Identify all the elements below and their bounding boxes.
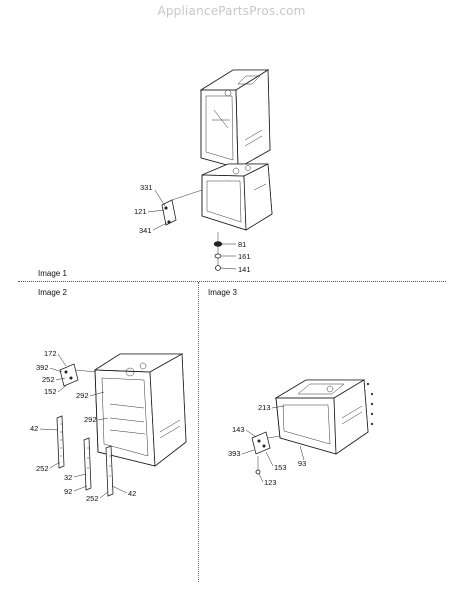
callout: 121: [134, 207, 147, 216]
drawer-hinge: [251, 431, 281, 475]
callout: 143: [232, 425, 245, 434]
callout: 141: [238, 265, 251, 274]
panel-divider-vertical: [198, 282, 199, 582]
callout: 92: [64, 487, 72, 496]
callout: 341: [139, 226, 152, 235]
panel-label-image-3: Image 3: [208, 288, 237, 297]
rail-left: [56, 415, 65, 469]
callout: 93: [298, 459, 306, 468]
callout: 32: [64, 473, 72, 482]
upper-liner: [199, 69, 271, 169]
image-2-assembly: 172 392 252 152 292 292 42 252 32 92 252…: [30, 349, 187, 503]
callout: 81: [238, 240, 246, 249]
callout: 42: [30, 424, 38, 433]
callout: 292: [76, 391, 89, 400]
top-hinge: [59, 363, 97, 387]
image-3-assembly: 213 143 393 153 93 123: [228, 379, 374, 487]
callout: 393: [228, 449, 241, 458]
callout: 161: [238, 252, 251, 261]
callout: 292: [84, 415, 97, 424]
callout: 252: [42, 375, 55, 384]
image-1-assembly: 331 121 341 81 161 141: [134, 69, 273, 274]
panel-label-image-2: Image 2: [38, 288, 67, 297]
callout: 153: [274, 463, 287, 472]
callout: 392: [36, 363, 49, 372]
cabinet-liner: [93, 353, 187, 467]
callout: 252: [86, 494, 99, 503]
callout: 331: [140, 183, 153, 192]
watermark: AppliancePartsPros.com: [157, 4, 306, 18]
rail-right: [105, 445, 114, 497]
callout: 42: [128, 489, 136, 498]
roller-parts: [213, 232, 223, 271]
callout: 172: [44, 349, 57, 358]
lower-liner: [201, 163, 273, 231]
callout: 213: [258, 403, 271, 412]
drawer-liner: [274, 379, 374, 455]
rail-middle: [83, 437, 92, 491]
panel-label-image-1: Image 1: [38, 269, 67, 278]
callout: 123: [264, 478, 277, 487]
hinge-bracket: [161, 189, 203, 226]
callout: 152: [44, 387, 57, 396]
callout: 252: [36, 464, 49, 473]
panel-divider-horizontal: [18, 281, 446, 282]
